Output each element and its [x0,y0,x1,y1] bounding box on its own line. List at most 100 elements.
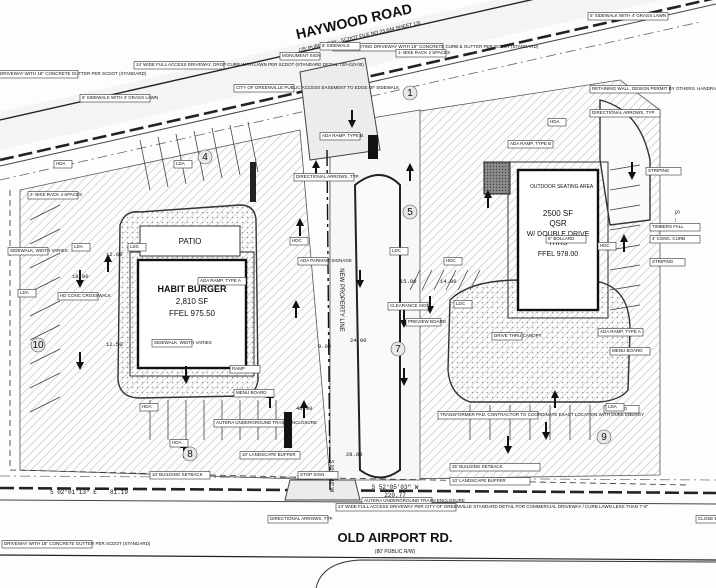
callout-note: DRIVEWAY WITH 18" CONCRETE GUTTER PER SC… [4,541,151,546]
callout-note-box [449,463,541,472]
callout-note-box [149,471,211,480]
callout-note-box [7,247,49,256]
parking-stalls [29,121,641,440]
dimension-label: 18.00 [72,273,89,280]
lot-marker [197,149,213,165]
callout-note-box [233,389,275,398]
area-tag-box [17,289,37,298]
dimension-label: 12.00 [106,251,123,258]
lot-marker [30,337,46,353]
lot-number: 10 [32,340,44,351]
callout-note-box [279,52,321,61]
stall-line [609,164,641,171]
area-tag-box [547,118,567,127]
callout-note: ADA RAMP, TYPE B [322,133,363,138]
lot-marker [402,85,418,101]
callout-note-box [133,61,225,70]
west-building-name: HABIT BURGER [158,284,227,294]
east-seating-label: OUTDOOR SEATING AREA [530,184,594,190]
stall-line [433,269,445,291]
area-tag: HDA [142,404,152,409]
stall-line [29,396,61,413]
arrow-icon [182,366,190,384]
dimension-label: 40.00 [296,405,313,412]
stall-line [29,252,61,269]
callout-note-box [545,235,587,244]
callout-note-box [297,257,329,266]
lot-number: 4 [202,152,208,163]
old-airport-road-subtitle: (80' PUBLIC R/W) [375,549,416,555]
callout-note: RETAINING WALL, DESIGN PERMIT BY OTHERS.… [592,86,716,91]
callout-note: TRANSFORMER PAD. CONTRACTOR TO COORDINAT… [440,412,644,417]
stall-line [29,204,61,221]
callout-note: ADA RAMP, TYPE A [600,329,641,334]
stall-line [457,269,469,291]
arrow-icon [76,352,84,370]
area-tag-box [127,243,147,252]
stall-line [609,304,641,311]
east-building-use: QSR [549,219,567,228]
dimension-label: 24.00 [350,337,367,344]
area-tag-box [289,237,309,246]
stall-line [29,324,61,341]
directional-arrows [76,110,636,458]
callout-note: STRIPING [652,259,674,264]
area-tag-box [605,403,625,412]
area-tag-box [169,439,189,448]
stall-line [609,284,641,291]
callout-note-box [587,12,669,21]
stall-line [445,269,457,291]
area-tag-box [597,242,617,251]
callout-note-box [645,167,682,176]
callout-note-box [437,411,539,420]
old-airport-road [0,475,716,588]
dimension-label: 14.00 [440,278,457,285]
callout-note: 10' LANDSCAPE BUFFER [242,452,296,457]
callout-note: STOP SIGN [300,472,324,477]
callout-note-box [1,540,93,549]
area-tag: HDC [600,243,610,248]
stall-line [29,300,61,317]
callout-note-box [79,94,151,103]
stall-line [409,269,421,291]
stall-line [609,264,641,271]
dimension-label: 9.00 [318,343,331,350]
stall-line [609,224,641,231]
callout-note: STRIPING [648,168,670,173]
callout-note: SIDEWALK, WIDTH VARIES [154,340,212,345]
dist-south-mid: 220.77 [384,492,406,499]
west-building-area: 2,810 SF [176,297,209,306]
east-building-thru: THRU [548,240,567,247]
area-tag-box [139,403,159,412]
callout-note-box [449,477,531,486]
callout-note-box [609,347,651,356]
east-road-label: S. ... [673,210,679,223]
arrow-icon [76,270,84,288]
callout-note-box [491,332,523,341]
callout-note: DIRECTIONAL ARROWS, TYP. [296,174,359,179]
callout-note: CLOSE EXISTING DRIVEWAY WITH 18" CONCRET… [335,44,539,49]
callout-note-box [297,471,339,480]
old-airport-road-name: OLD AIRPORT RD. [337,530,452,545]
callout-note-box [57,292,99,301]
property-line-label: NEW PROPERTY LINE [338,268,344,331]
stall-line [211,127,223,179]
stall-line [229,124,241,176]
callout-note: 24' WIDE FULL ACCESS DRIVEWAY, DROP CURB… [136,62,364,67]
stall-line [609,204,641,211]
callout-note: SIDEWALK, WIDTH VARIES [10,248,68,253]
callout-note: ADA RAMP, TYPE B [510,141,551,146]
arrow-icon [620,234,628,252]
callout-note: ADA RAMP, TYPE A [200,278,241,283]
area-tag-box [453,300,473,309]
stall-line [469,269,481,291]
area-tag: HDC [292,238,302,243]
callout-note: 4' CONC. CURB [652,236,685,241]
callout-note: 1- BIKE RACK 2 SPACES [398,50,450,55]
callout-note: MENU BOARD [236,390,267,395]
area-tag: LDA [176,161,185,166]
callout-note: AUTERA UNDERGROUND TRASH ENCLOSURE [364,498,465,503]
callout-note: CLEARANCE SIGN [390,303,430,308]
